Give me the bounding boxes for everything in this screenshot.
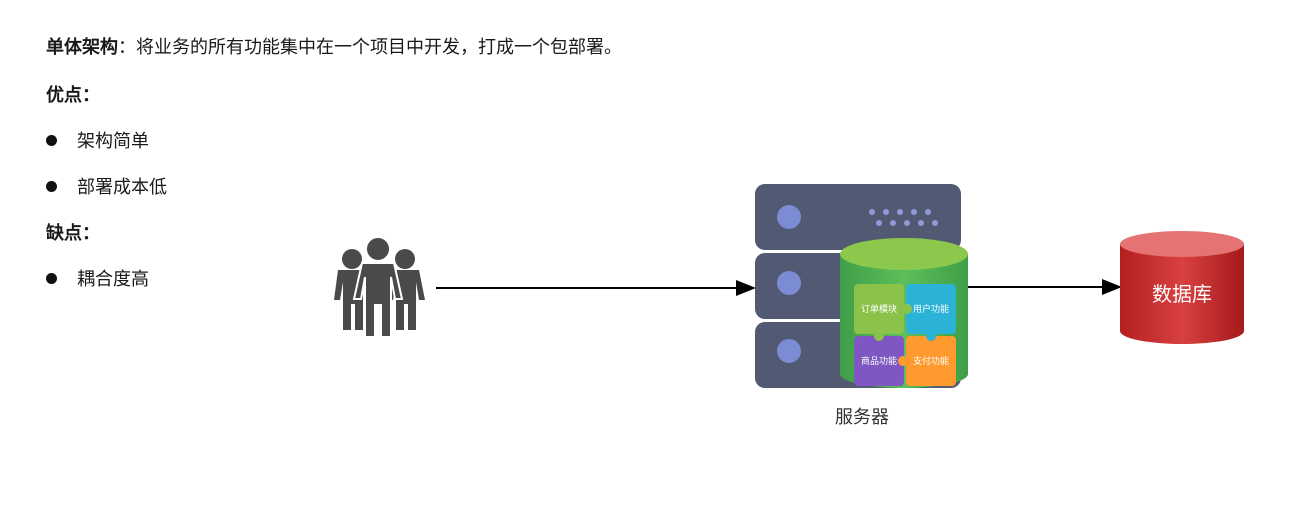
- module-user: [906, 284, 956, 334]
- database-icon: 数据库: [1120, 231, 1244, 344]
- pros-item-label: 架构简单: [77, 131, 149, 152]
- module-order: [854, 284, 904, 334]
- bullet-dot-icon: [46, 181, 57, 192]
- module-goods-label: 商品功能: [861, 355, 897, 367]
- module-goods: [854, 336, 904, 386]
- intro-term: 单体架构: [46, 37, 118, 58]
- bullet-dot-icon: [46, 273, 57, 284]
- cons-item: 耦合度高: [46, 268, 149, 292]
- pros-item: 架构简单: [46, 130, 149, 154]
- application-cylinder: 订单模块 用户功能 商品功能 支付功能: [840, 238, 968, 388]
- intro-line: 单体架构：将业务的所有功能集中在一个项目中开发，打成一个包部署。: [46, 36, 622, 60]
- pros-heading: 优点：: [46, 85, 100, 106]
- intro-separator: ：: [118, 37, 136, 58]
- users-group-icon: [334, 236, 425, 338]
- module-order-label: 订单模块: [861, 303, 897, 315]
- module-user-label: 用户功能: [913, 303, 949, 315]
- pros-item-label: 部署成本低: [77, 177, 167, 198]
- pros-item: 部署成本低: [46, 176, 167, 200]
- module-pay: [906, 336, 956, 386]
- database-label: 数据库: [1152, 282, 1212, 306]
- cons-heading: 缺点：: [46, 223, 100, 244]
- bullet-dot-icon: [46, 135, 57, 146]
- intro-description: 将业务的所有功能集中在一个项目中开发，打成一个包部署。: [136, 37, 622, 58]
- cons-item-label: 耦合度高: [77, 269, 149, 290]
- server-label: 服务器: [835, 407, 889, 428]
- module-pay-label: 支付功能: [913, 355, 949, 367]
